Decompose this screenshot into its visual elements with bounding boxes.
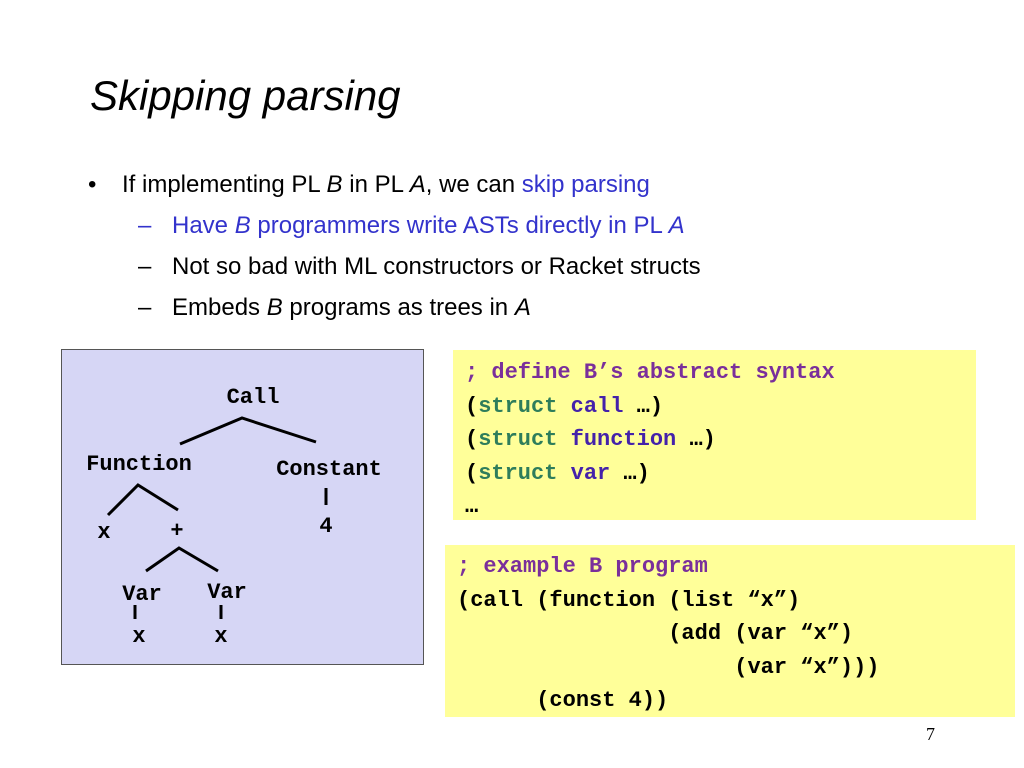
node-call: Call: [227, 385, 280, 410]
node-var-x: x: [132, 624, 145, 649]
code-keyword: struct: [478, 393, 558, 419]
code-line: (struct var …): [465, 457, 976, 491]
sub-bullet-text: programs as trees in: [282, 294, 515, 321]
code-struct-name: call: [570, 393, 624, 419]
code-struct-name: function: [570, 427, 677, 452]
code-line: (struct call …): [465, 390, 976, 424]
sub-bullet-text: programmers write ASTs directly in PL: [250, 212, 669, 239]
sub-bullet-text-italic: A: [514, 294, 531, 321]
code-rest: …): [676, 427, 716, 452]
code-keyword: struct: [478, 427, 558, 452]
sub-bullet-text: Not so bad with ML constructors or Racke…: [172, 253, 701, 280]
sub-bullet-text-italic: B: [234, 212, 251, 239]
sub-bullet-marker: –: [138, 253, 152, 280]
node-constant: Constant: [276, 457, 382, 482]
code-line: (const 4)): [457, 688, 669, 713]
node-var: Var: [122, 582, 162, 607]
edge-plus-children: [145, 546, 219, 573]
sub-bullet-marker: –: [138, 294, 152, 321]
code-struct-name: var: [570, 460, 611, 486]
page-number: 7: [926, 724, 935, 744]
sub-bullet-marker: –: [138, 212, 152, 239]
node-var: Var: [207, 580, 247, 605]
code-line: (struct function …): [465, 423, 976, 457]
sub-bullet-text: Embeds: [172, 294, 267, 321]
code-paren: (: [465, 393, 479, 419]
bullet-highlight: skip parsing: [521, 171, 650, 198]
code-box-example-program: ; example B program (call (function (lis…: [445, 545, 1015, 717]
bullet-text: , we can: [425, 171, 522, 198]
node-var-x: x: [214, 624, 227, 649]
code-box-abstract-syntax: ; define B’s abstract syntax (struct cal…: [453, 350, 976, 520]
node-plus: +: [170, 519, 183, 544]
code-comment: ; example B program: [457, 554, 708, 579]
bullet-text: in PL: [342, 171, 410, 198]
code-line: (call (function (list “x”): [457, 587, 801, 613]
sub-bullet-item: –Not so bad with ML constructors or Rack…: [138, 253, 701, 281]
sub-bullet-item: –Have B programmers write ASTs directly …: [138, 212, 685, 240]
bullet-text: If implementing PL: [122, 171, 327, 198]
code-comment: ; define B’s abstract syntax: [465, 360, 835, 385]
code-rest: …): [610, 460, 650, 486]
node-function: Function: [86, 452, 192, 477]
edge-call-children: [179, 416, 317, 446]
sub-bullet-text-italic: A: [668, 212, 685, 239]
code-line: (add (var “x”): [457, 621, 854, 646]
bullet-text-italic: B: [326, 171, 343, 198]
sub-bullet-text-italic: B: [266, 294, 283, 321]
bullet-item: • If implementing PL B in PL A, we can sk…: [88, 171, 650, 199]
ast-tree-svg: Call Function Constant x + 4 Var Var x x: [86, 385, 382, 649]
sub-bullet-item: –Embeds B programs as trees in A: [138, 294, 531, 322]
code-paren: (: [465, 427, 479, 452]
code-paren: (: [465, 460, 479, 486]
node-x: x: [97, 520, 110, 545]
bullet-marker: •: [88, 171, 97, 198]
edge-function-children: [106, 483, 179, 517]
slide-title: Skipping parsing: [90, 72, 401, 119]
code-line: …: [465, 494, 479, 519]
node-const-4: 4: [319, 514, 332, 539]
code-line: (var “x”))): [457, 654, 880, 680]
code-rest: …): [623, 393, 664, 419]
sub-bullet-text: Have: [172, 212, 235, 239]
ast-tree-diagram: Call Function Constant x + 4 Var Var x x: [61, 349, 424, 665]
bullet-text-italic: A: [409, 171, 426, 198]
code-keyword: struct: [478, 460, 558, 486]
